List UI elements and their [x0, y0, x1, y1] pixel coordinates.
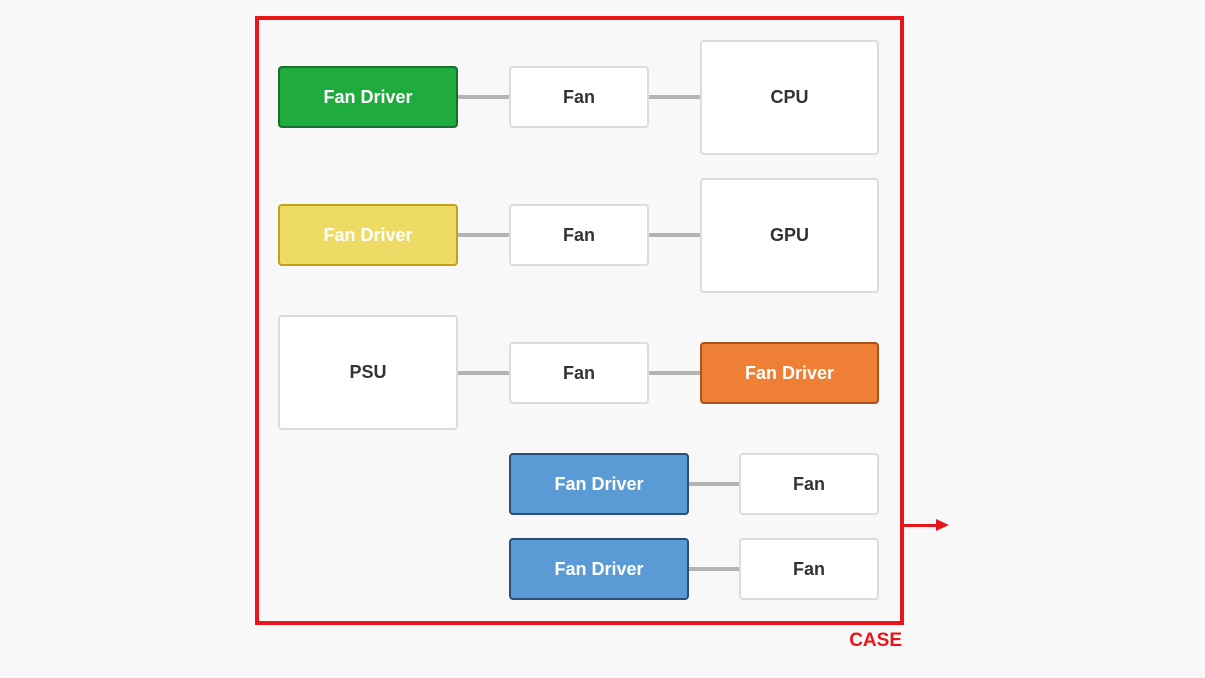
case-fan-2-node: Fan — [739, 538, 879, 600]
connector-gpu-fan-component — [648, 233, 701, 237]
connector-gpu-driver-fan — [457, 233, 510, 237]
connector-case-fan-2 — [687, 567, 740, 571]
cpu-fan-node: Fan — [509, 66, 649, 128]
case-fan-1-node: Fan — [739, 453, 879, 515]
connector-cpu-fan-component — [648, 95, 701, 99]
psu-node: PSU — [278, 315, 458, 430]
connector-case-fan-1 — [687, 482, 740, 486]
gpu-fan-node: Fan — [509, 204, 649, 266]
case-fan-1-driver-node: Fan Driver — [509, 453, 689, 515]
gpu-node: GPU — [700, 178, 879, 293]
exhaust-arrow-line — [902, 524, 938, 527]
psu-fan-node: Fan — [509, 342, 649, 404]
case-fan-2-driver-node: Fan Driver — [509, 538, 689, 600]
case-label: CASE — [849, 630, 902, 651]
cpu-node: CPU — [700, 40, 879, 155]
exhaust-arrow-icon — [936, 519, 949, 531]
case-boundary — [255, 16, 904, 625]
connector-psu-fan-driver — [648, 371, 701, 375]
cpu-fan-driver-node: Fan Driver — [278, 66, 458, 128]
psu-fan-driver-node: Fan Driver — [700, 342, 879, 404]
connector-cpu-driver-fan — [457, 95, 510, 99]
connector-psu-component-fan — [457, 371, 510, 375]
gpu-fan-driver-node: Fan Driver — [278, 204, 458, 266]
